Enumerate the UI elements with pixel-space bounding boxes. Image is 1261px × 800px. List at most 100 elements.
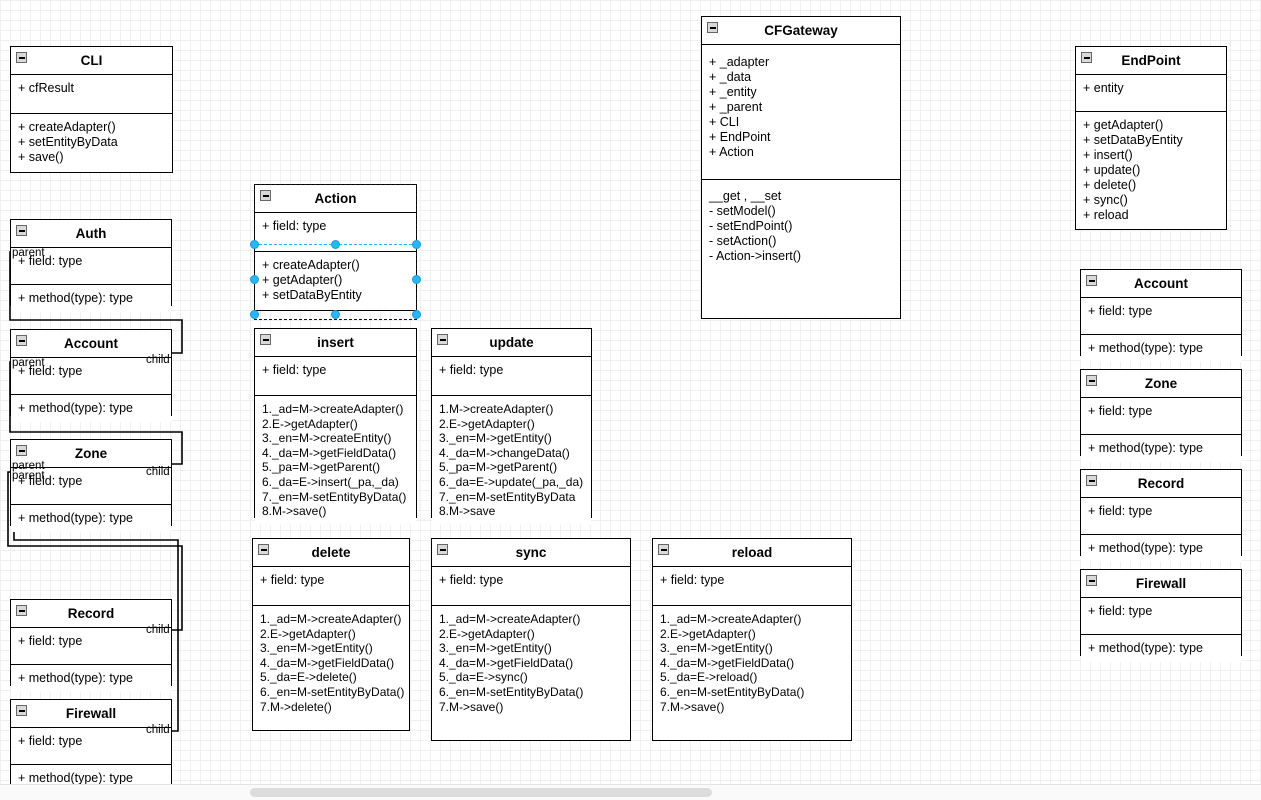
class-box-auth[interactable]: Auth + field: type + method(type): type xyxy=(10,219,172,312)
class-title: delete xyxy=(311,545,351,560)
collapse-icon[interactable] xyxy=(16,705,27,716)
attribute-row: + _data xyxy=(709,70,752,84)
collapse-icon[interactable] xyxy=(707,22,718,33)
method-row: + insert() xyxy=(1083,148,1133,162)
class-header-account-right: Account xyxy=(1081,270,1241,298)
collapse-icon[interactable] xyxy=(1086,575,1097,586)
method-row: 1._ad=M->createAdapter() xyxy=(660,612,802,626)
class-methods: + method(type): type xyxy=(11,664,171,692)
attribute-row: + field: type xyxy=(18,734,83,748)
class-methods: + method(type): type xyxy=(1081,434,1241,462)
method-row: - Action->insert() xyxy=(709,249,802,263)
collapse-icon[interactable] xyxy=(1086,275,1097,286)
collapse-icon[interactable] xyxy=(1086,475,1097,486)
method-row: 6._en=M-setEntityByData() xyxy=(439,684,584,699)
selection-handle-middle-right[interactable] xyxy=(412,275,421,284)
collapse-icon[interactable] xyxy=(16,225,27,236)
class-title: update xyxy=(489,335,534,350)
collapse-icon[interactable] xyxy=(16,445,27,456)
collapse-icon[interactable] xyxy=(437,544,448,555)
class-box-zone-right[interactable]: Zone + field: type + method(type): type xyxy=(1080,369,1242,462)
class-box-insert[interactable]: insert + field: type 1._ad=M->createAdap… xyxy=(254,328,417,525)
selection-handle-top-right[interactable] xyxy=(412,240,421,249)
edge-label-zone-child: child xyxy=(146,466,170,478)
class-attributes: + field: type xyxy=(653,567,851,605)
class-title: Zone xyxy=(1144,376,1178,391)
collapse-icon[interactable] xyxy=(658,544,669,555)
method-row: 2.E->getAdapter() xyxy=(660,626,756,641)
method-row: + setDataByEntity xyxy=(262,288,362,302)
method-row: __get , __set xyxy=(709,189,782,203)
method-row: + setEntityByData xyxy=(18,135,118,149)
class-box-record-left[interactable]: Record + field: type + method(type): typ… xyxy=(10,599,172,692)
method-row: - setAction() xyxy=(709,234,777,248)
method-row: 4._da=M->getFieldData() xyxy=(260,655,395,670)
class-box-account-left[interactable]: Account + field: type + method(type): ty… xyxy=(10,329,172,422)
class-box-record-right[interactable]: Record + field: type + method(type): typ… xyxy=(1080,469,1242,562)
class-box-account-right[interactable]: Account + field: type + method(type): ty… xyxy=(1080,269,1242,362)
class-box-firewall-left[interactable]: Firewall + field: type + method(type): t… xyxy=(10,699,172,792)
method-row: + reload xyxy=(1083,208,1129,222)
class-title: reload xyxy=(731,545,773,560)
class-methods: + method(type): type xyxy=(11,504,171,532)
class-box-sync[interactable]: sync + field: type 1._ad=M->createAdapte… xyxy=(431,538,631,741)
edge-label-record-child: child xyxy=(146,624,170,636)
selection-handle-bottom-right[interactable] xyxy=(412,310,421,319)
collapse-icon[interactable] xyxy=(16,605,27,616)
method-row: + sync() xyxy=(1083,193,1128,207)
collapse-icon[interactable] xyxy=(260,334,271,345)
class-box-endpoint[interactable]: EndPoint + entity + getAdapter() + setDa… xyxy=(1075,46,1227,230)
class-box-update[interactable]: update + field: type 1.M->createAdapter(… xyxy=(431,328,592,525)
attribute-row: + field: type xyxy=(262,363,327,377)
class-header-auth: Auth xyxy=(11,220,171,248)
selection-handle-middle-left[interactable] xyxy=(250,275,259,284)
edge-label-firewall-child: child xyxy=(146,724,170,736)
class-header-delete: delete xyxy=(253,539,409,567)
collapse-icon[interactable] xyxy=(260,190,271,201)
method-row: + method(type): type xyxy=(1088,641,1203,655)
attribute-row: + field: type xyxy=(1088,504,1153,518)
class-box-firewall-right[interactable]: Firewall + field: type + method(type): t… xyxy=(1080,569,1242,662)
attribute-row: + field: type xyxy=(439,363,504,377)
horizontal-scrollbar-thumb[interactable] xyxy=(250,788,712,797)
method-row: 8.M->save() xyxy=(262,504,327,519)
class-attributes: + field: type xyxy=(432,567,630,605)
method-row: - setModel() xyxy=(709,204,776,218)
class-title: CLI xyxy=(80,53,103,68)
class-attributes: + entity xyxy=(1076,75,1226,111)
collapse-icon[interactable] xyxy=(1081,52,1092,63)
class-title: Account xyxy=(1134,276,1188,291)
method-row: 2.E->getAdapter() xyxy=(439,626,535,641)
class-methods: + createAdapter() + setEntityByData + sa… xyxy=(11,113,172,172)
class-box-reload[interactable]: reload + field: type 1._ad=M->createAdap… xyxy=(652,538,852,741)
class-box-delete[interactable]: delete + field: type 1._ad=M->createAdap… xyxy=(252,538,410,731)
collapse-icon[interactable] xyxy=(437,334,448,345)
collapse-icon[interactable] xyxy=(258,544,269,555)
class-box-cfgateway[interactable]: CFGateway + _adapter + _data + _entity +… xyxy=(701,16,901,319)
selection-handle-bottom-center[interactable] xyxy=(331,310,340,319)
selection-handle-top-left[interactable] xyxy=(250,240,259,249)
method-row: 3._en=M->getEntity() xyxy=(660,641,773,656)
attribute-row: + _entity xyxy=(709,85,757,99)
method-row: 8.M->save xyxy=(439,504,496,519)
class-title: Firewall xyxy=(65,706,117,721)
collapse-icon[interactable] xyxy=(16,52,27,63)
class-box-cli[interactable]: CLI + cfResult + createAdapter() + setEn… xyxy=(10,46,173,173)
method-row: 7._en=M-setEntityByData() xyxy=(262,489,407,504)
class-methods: + getAdapter() + setDataByEntity + inser… xyxy=(1076,111,1226,229)
horizontal-scrollbar-track[interactable] xyxy=(0,784,1261,800)
method-row: + method(type): type xyxy=(1088,441,1203,455)
method-row: 4._da=M->changeData() xyxy=(439,445,570,460)
method-row: 5._da=E->sync() xyxy=(439,670,528,685)
method-row: 7.M->delete() xyxy=(260,699,332,714)
selection-handle-bottom-left[interactable] xyxy=(250,310,259,319)
collapse-icon[interactable] xyxy=(16,335,27,346)
collapse-icon[interactable] xyxy=(1086,375,1097,386)
selection-handle-top-center[interactable] xyxy=(331,240,340,249)
attribute-row: + field: type xyxy=(260,573,325,587)
class-title: Account xyxy=(64,336,118,351)
class-box-zone-left[interactable]: Zone + field: type + method(type): type xyxy=(10,439,172,532)
class-methods: + method(type): type xyxy=(11,284,171,312)
edge-label-account-child: child xyxy=(146,354,170,366)
